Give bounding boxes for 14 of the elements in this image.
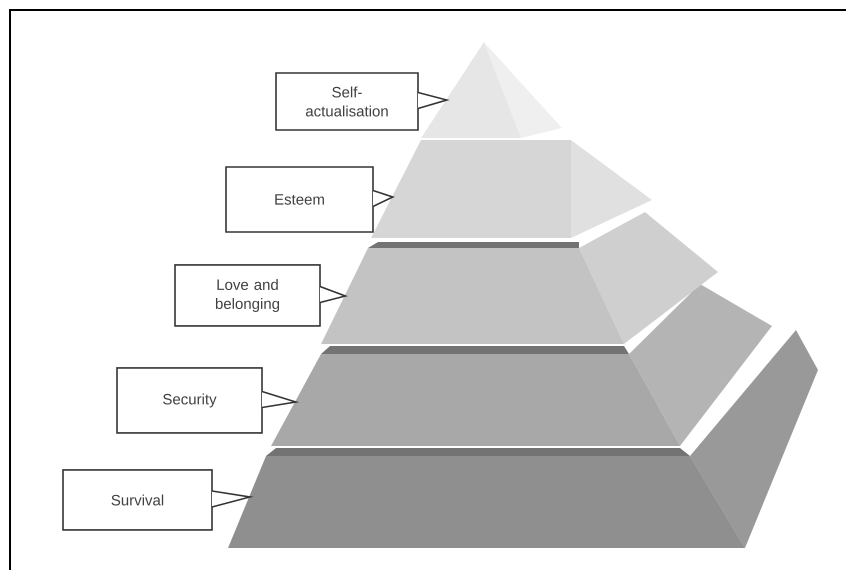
callout-pointer [319,286,348,304]
callout-box: Esteem [225,166,374,233]
callout-pointer [372,190,395,208]
callout-box: Security [116,367,263,434]
callout-box: Love and belonging [174,264,321,327]
callout-box: Survival [62,469,213,531]
pyramid-layer [371,140,652,238]
callout-pointer [417,92,450,110]
callout-pointer [211,490,254,508]
pyramid-layer [421,42,562,138]
callout-box: Self-actualisation [275,72,419,131]
pyramid-layer [228,330,818,548]
callout-pointer [261,390,300,408]
pyramid-layer [321,212,718,344]
